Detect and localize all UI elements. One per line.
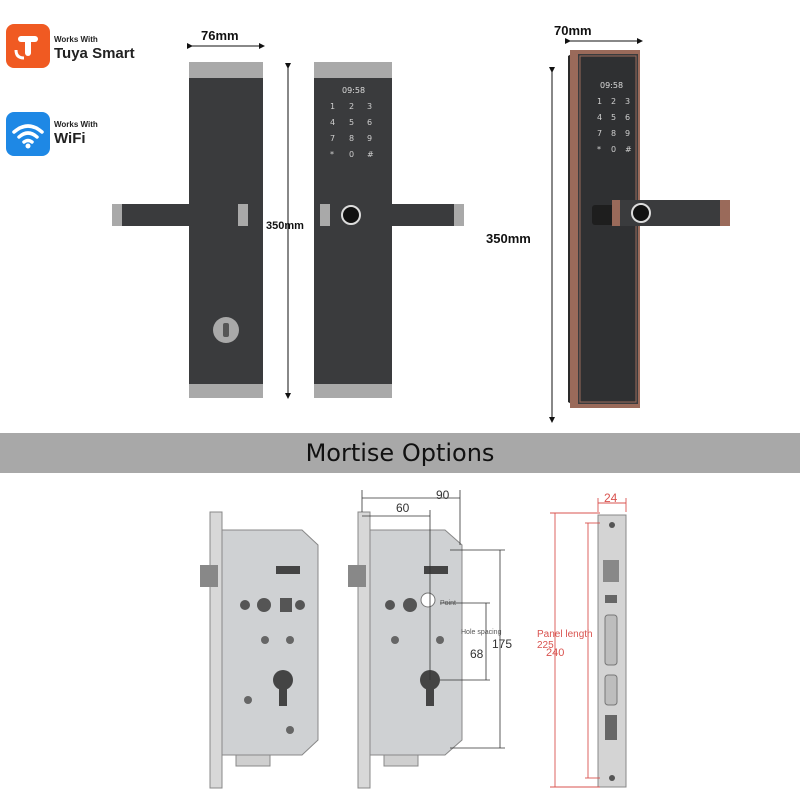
- tuya-works-with: Works With: [54, 35, 98, 44]
- side-screen-time: 09:58: [600, 81, 623, 90]
- side-key: 1: [597, 97, 602, 106]
- front-key: 1: [330, 102, 335, 111]
- side-key: *: [597, 145, 601, 154]
- side-height-label: 350mm: [486, 231, 531, 246]
- wifi-label: WiFi: [54, 130, 86, 147]
- side-key: #: [625, 145, 632, 154]
- side-key: 2: [611, 97, 616, 106]
- front-key: 5: [349, 118, 354, 127]
- point-label: Point: [440, 600, 456, 607]
- front-key: 8: [349, 134, 354, 143]
- tuya-label: Tuya Smart: [54, 45, 135, 62]
- side-key: 6: [625, 113, 630, 122]
- front-key: *: [330, 150, 334, 159]
- front-key: 3: [367, 102, 372, 111]
- tuya-logo-icon: [6, 24, 50, 68]
- front-key: 0: [349, 150, 354, 159]
- front-key: 7: [330, 134, 335, 143]
- mortise-body-1: [200, 511, 319, 789]
- dim-68: 68: [470, 647, 484, 661]
- panel-length-label: Panel length: [537, 629, 593, 640]
- dim-90: 90: [436, 488, 450, 502]
- mortise-body-2: [348, 511, 463, 789]
- side-key: 9: [625, 129, 630, 138]
- front-key: #: [367, 150, 374, 159]
- side-key: 7: [597, 129, 602, 138]
- front-key: 9: [367, 134, 372, 143]
- side-key: 5: [611, 113, 616, 122]
- mortise-diagram: 90 60 175 68 Hole spacing Point 24 Panel…: [200, 488, 627, 789]
- front-screen-time: 09:58: [342, 86, 365, 95]
- height-label: 350mm: [266, 220, 304, 232]
- side-key: 8: [611, 129, 616, 138]
- front-key: 4: [330, 118, 335, 127]
- dim-60: 60: [396, 501, 410, 515]
- width-label: 76mm: [201, 28, 239, 43]
- banner-background: [0, 433, 800, 473]
- dim-175: 175: [492, 637, 512, 651]
- front-key: 2: [349, 102, 354, 111]
- side-key: 4: [597, 113, 602, 122]
- banner-title: Mortise Options: [305, 439, 495, 467]
- panel-240-label: 240: [546, 647, 564, 659]
- wifi-works-with: Works With: [54, 120, 98, 129]
- lock-side-view: 09:58 1 2 3 4 5 6 7 8 9 * 0 #: [568, 50, 730, 408]
- lock-back-view: [112, 62, 263, 398]
- hole-spacing-label: Hole spacing: [461, 629, 502, 636]
- wifi-logo-icon: [6, 112, 50, 156]
- face-width-label: 24: [604, 491, 618, 505]
- side-key: 0: [611, 145, 616, 154]
- front-key: 6: [367, 118, 372, 127]
- mortise-face-plate: [597, 514, 627, 788]
- side-key: 3: [625, 97, 630, 106]
- side-width-label: 70mm: [554, 23, 592, 38]
- lock-diagram: 09:58 1 2 3 4 5 6 7 8 9 * 0 # 09:58 1 2 …: [112, 38, 730, 423]
- lock-front-view: 09:58 1 2 3 4 5 6 7 8 9 * 0 #: [314, 62, 464, 398]
- panel-225-label: 225: [537, 640, 554, 651]
